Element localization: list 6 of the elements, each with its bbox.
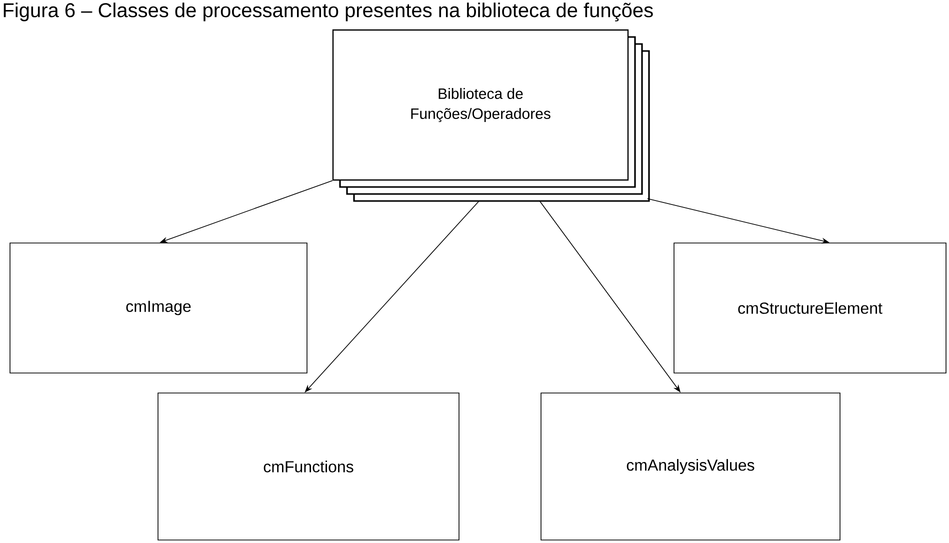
class-box: cmFunctions (158, 392, 460, 540)
class-box: cmImage (10, 242, 308, 374)
figure-title: Figura 6 – Classes de processamento presentes na biblioteca de funções (4, 2, 653, 22)
stacked-box: Biblioteca de Funções/Operadores (332, 29, 650, 202)
class-box: cmAnalysisValues (540, 392, 840, 540)
class-box: cmStructureElement (674, 242, 946, 374)
